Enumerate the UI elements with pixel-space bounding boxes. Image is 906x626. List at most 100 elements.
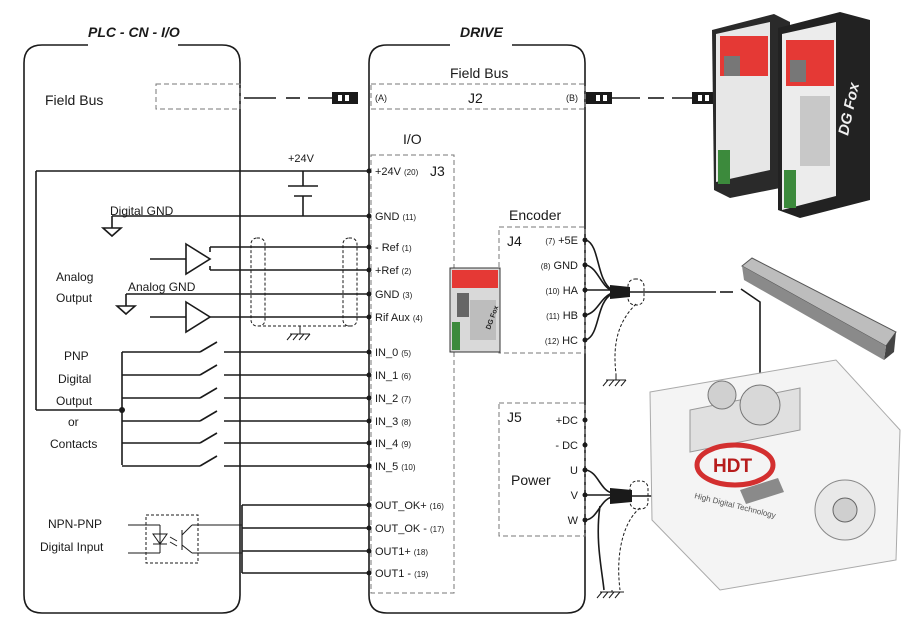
plc-box (23, 44, 241, 614)
j4-pin-number: (11) (546, 312, 560, 321)
drive-block: DRIVE Field Bus (A) J2 (B) I/O J3 +24V(2… (366, 24, 588, 614)
j4-terminal (582, 337, 588, 343)
motor-image: HDT High Digital Technology (649, 359, 901, 591)
shield-right (342, 237, 358, 327)
j3-terminal (366, 548, 372, 554)
power-plug-icon (610, 488, 632, 504)
encoder-label: Encoder (509, 207, 561, 223)
j4-terminal (582, 312, 588, 318)
j3-pin-label: OUT_OK -(17) (375, 523, 445, 535)
j5-terminal (582, 467, 588, 473)
analog-output-label-1: Analog (56, 270, 93, 284)
j5-terminal (582, 417, 588, 423)
j4-pin-name: HA (563, 285, 579, 297)
switch-contact-icon (199, 387, 218, 399)
j3-pin-number: (3) (402, 291, 412, 300)
encoder-plug-icon (610, 285, 630, 299)
j3-pin-name: GND (375, 211, 400, 223)
j3-connector (370, 154, 455, 594)
drive-title: DRIVE (460, 24, 503, 40)
j3-pin-label: IN_5(10) (375, 461, 416, 473)
plc-block: PLC - CN - I/O Field Bus +24V Digital GN… (23, 24, 369, 614)
conn-b-label: (B) (566, 93, 578, 103)
pnp-label-1: PNP (64, 349, 89, 363)
digital-gnd-label: Digital GND (110, 204, 174, 218)
j3-pin-name: OUT_OK+ (375, 500, 427, 512)
j2-label: J2 (468, 90, 483, 106)
j3-pin-number: (9) (401, 440, 411, 449)
j3-pin-label: - Ref(1) (375, 242, 412, 254)
fieldbus-cable (244, 92, 718, 104)
j3-terminal (366, 244, 372, 250)
j3-pin-label: IN_4(9) (375, 438, 411, 450)
j4-pin-name: GND (554, 260, 579, 272)
opamp-2-icon (185, 300, 212, 334)
power-label: Power (511, 472, 551, 488)
conn-a-label: (A) (375, 93, 387, 103)
j3-pin-number: (8) (401, 418, 411, 427)
j2-port (370, 83, 586, 110)
j3-pin-name: +24V (375, 166, 402, 178)
j3-pin-number: (10) (401, 463, 416, 472)
npn-pnp-label-1: NPN-PNP (48, 517, 102, 531)
j3-pin-number: (16) (430, 502, 445, 511)
j4-pin-name: +5E (558, 235, 578, 247)
chassis-ground-3-icon (596, 591, 624, 599)
j3-terminal (366, 349, 372, 355)
j3-pin-label: OUT_OK+(16) (375, 500, 444, 512)
j4-pin-number: (8) (541, 262, 551, 271)
j3-pin-name: +Ref (375, 265, 399, 277)
j5-terminal (582, 517, 588, 523)
j3-pin-number: (7) (401, 395, 411, 404)
j3-terminal (366, 213, 372, 219)
j3-pin-number: (19) (414, 570, 429, 579)
j3-terminal (366, 168, 372, 174)
j4-pin-label: (11)HB (546, 310, 578, 322)
j3-terminal (366, 291, 372, 297)
j3-pin-name: GND (375, 289, 400, 301)
analog-ground-icon (114, 305, 138, 316)
j5-pin-label: - DC (555, 440, 578, 452)
j3-pin-label: +24V(20) (375, 166, 419, 178)
j3-terminal (366, 418, 372, 424)
j3-pin-label: +Ref(2) (375, 265, 412, 277)
mini-drive-image: DG Fox (449, 267, 501, 353)
switch-contact-icon (199, 455, 218, 467)
motor-logo-icon (694, 442, 776, 488)
chassis-ground-1-icon (286, 333, 311, 341)
j3-pin-name: IN_5 (375, 461, 398, 473)
j4-terminal (582, 262, 588, 268)
drive-product-image: DG Fox (712, 12, 870, 218)
j5-pin-label: V (571, 490, 579, 502)
j4-pin-label: (12)HC (545, 335, 578, 347)
j4-pin-number: (7) (545, 237, 555, 246)
switch-contact-icon (199, 410, 218, 422)
switch-contact-icon (199, 341, 218, 353)
pnp-label-2: Digital (58, 372, 91, 386)
j3-pin-label: Rif Aux(4) (375, 312, 423, 324)
j3-terminal (366, 395, 372, 401)
j4-pin-number: (10) (545, 287, 560, 296)
j3-pin-name: Rif Aux (375, 312, 410, 324)
j4-terminal (582, 287, 588, 293)
j3-pin-label: GND(3) (375, 289, 413, 301)
j3-terminal (366, 440, 372, 446)
j5-terminal (582, 442, 588, 448)
analog-output-label-2: Output (56, 291, 93, 305)
j3-pin-name: IN_3 (375, 416, 398, 428)
optocoupler-icon (128, 514, 214, 564)
j4-pin-name: HC (562, 335, 578, 347)
j3-pin-name: IN_1 (375, 370, 398, 382)
drive-field-bus-label: Field Bus (450, 65, 508, 81)
j3-pin-label: IN_1(6) (375, 370, 411, 382)
chassis-ground-2-icon (602, 379, 627, 387)
linear-scale-image (741, 257, 897, 360)
io-label: I/O (403, 131, 422, 147)
j5-label: J5 (507, 409, 522, 425)
j3-pin-name: OUT_OK - (375, 523, 427, 535)
j3-terminal (366, 502, 372, 508)
switch-contact-icon (199, 364, 218, 376)
j3-pin-number: (6) (401, 372, 411, 381)
plc-field-bus-label: Field Bus (45, 92, 103, 108)
j3-pin-number: (1) (402, 244, 412, 253)
